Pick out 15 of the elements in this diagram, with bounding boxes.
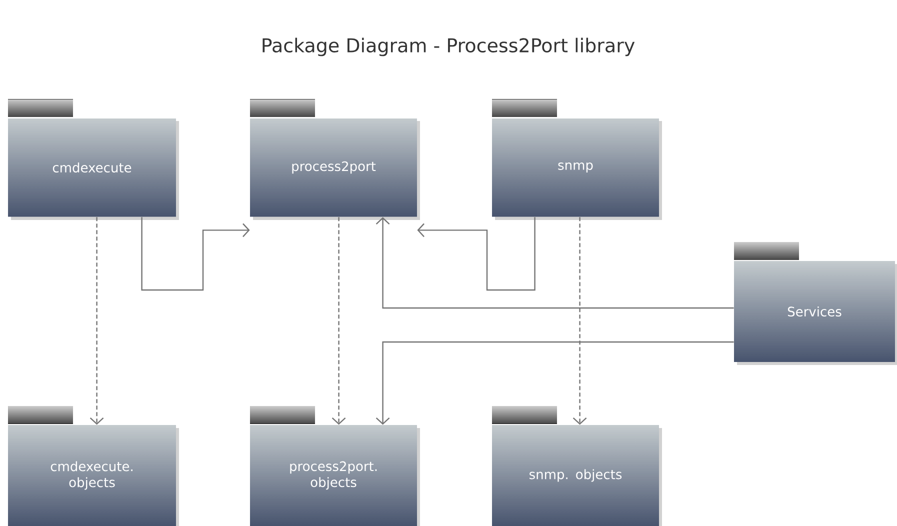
- package-box: process2port: [250, 99, 420, 220]
- package-box: Services: [734, 242, 897, 365]
- package-box: cmdexecute: [8, 99, 179, 220]
- arrow: [572, 217, 587, 425]
- package-box: process2port. objects: [250, 406, 420, 526]
- package-box: cmdexecute. objects: [8, 406, 179, 526]
- title: Package Diagram - Process2Port library: [262, 38, 635, 56]
- arrow: [376, 217, 734, 309]
- arrow: [141, 217, 250, 291]
- arrow: [417, 217, 536, 291]
- package-box: snmp: [492, 99, 662, 220]
- arrow: [376, 341, 734, 425]
- arrow: [90, 217, 104, 425]
- arrow: [332, 217, 346, 425]
- package-box: snmp. objects: [492, 406, 662, 526]
